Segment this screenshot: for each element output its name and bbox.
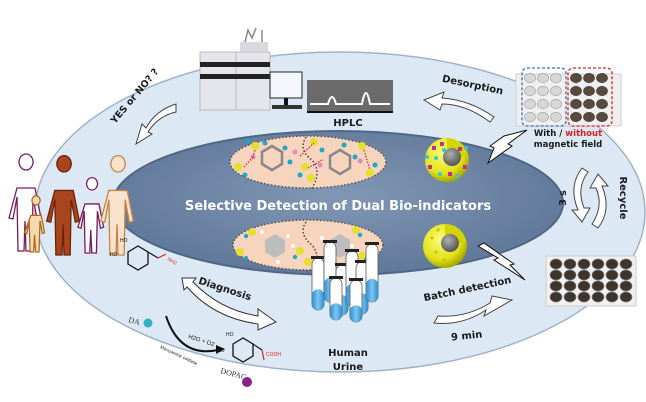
test-tube xyxy=(329,276,343,321)
svg-text:HO: HO xyxy=(110,252,118,258)
recycle-time-label: 3 s xyxy=(558,190,569,206)
well xyxy=(537,99,549,109)
nanosphere-loaded-icon xyxy=(425,138,469,182)
batch-arrow-icon xyxy=(433,295,514,324)
test-tube xyxy=(311,256,325,311)
well xyxy=(577,291,591,303)
well xyxy=(549,291,563,303)
well xyxy=(524,73,536,83)
well xyxy=(596,112,608,122)
magnetic-with-label: With / without xyxy=(534,129,602,139)
svg-text:COOH: COOH xyxy=(266,352,281,358)
well xyxy=(549,269,563,281)
diagnosis-arrow-icon xyxy=(181,277,277,331)
well xyxy=(563,280,577,292)
well xyxy=(570,86,582,96)
well xyxy=(605,269,619,281)
well xyxy=(596,73,608,83)
well xyxy=(524,86,536,96)
human-label: Human xyxy=(328,348,368,359)
well xyxy=(524,112,536,122)
hplc-instrument-icon xyxy=(199,27,303,111)
svg-text:NH2: NH2 xyxy=(166,257,178,267)
chromatogram-icon xyxy=(307,80,393,113)
well xyxy=(537,73,549,83)
svg-text:HO: HO xyxy=(217,348,225,354)
well xyxy=(550,99,562,109)
well xyxy=(563,258,577,270)
human-figures-icon xyxy=(8,153,135,256)
well xyxy=(619,280,633,292)
well xyxy=(577,280,591,292)
svg-text:HO: HO xyxy=(226,332,234,338)
well xyxy=(550,86,562,96)
well xyxy=(549,280,563,292)
dopac-dot xyxy=(242,377,252,387)
well xyxy=(537,86,549,96)
well xyxy=(619,291,633,303)
batch-time-label: 9 min xyxy=(451,329,483,343)
well xyxy=(537,112,549,122)
well xyxy=(570,73,582,83)
magnetic-field-label: magnetic field xyxy=(534,140,603,150)
hplc-label: HPLC xyxy=(333,118,362,129)
human-figure xyxy=(45,154,81,256)
recycle-label: Recycle xyxy=(617,176,628,219)
well xyxy=(577,258,591,270)
lightning-arrow-top-icon xyxy=(486,129,528,165)
well xyxy=(583,99,595,109)
well xyxy=(605,291,619,303)
reaction-arrow-icon xyxy=(165,315,219,353)
well xyxy=(591,291,605,303)
well xyxy=(596,86,608,96)
well xyxy=(583,73,595,83)
well xyxy=(583,86,595,96)
desorption-arrow-icon xyxy=(422,91,495,123)
da-dot xyxy=(143,318,153,328)
human-figure xyxy=(77,177,105,254)
well-plate-magnetic-icon xyxy=(515,67,622,127)
dopac-structure: HO HO COOH xyxy=(217,332,281,363)
well xyxy=(524,99,536,109)
well xyxy=(605,280,619,292)
well xyxy=(596,99,608,109)
test-tubes-icon xyxy=(311,240,379,323)
human-figure xyxy=(23,195,46,253)
recycle-arrows-icon xyxy=(570,167,610,229)
test-tube xyxy=(349,278,363,323)
well xyxy=(591,280,605,292)
well xyxy=(550,73,562,83)
human-figure xyxy=(99,154,135,256)
dopamine-structure: HO HO NH2 xyxy=(110,238,178,271)
well xyxy=(563,291,577,303)
well xyxy=(563,269,577,281)
urine-label: Urine xyxy=(333,362,364,373)
well-plate-batch-icon xyxy=(545,255,637,307)
nanosphere-empty-icon xyxy=(423,224,467,268)
well xyxy=(605,258,619,270)
well xyxy=(549,258,563,270)
well xyxy=(619,258,633,270)
well xyxy=(577,269,591,281)
molecule-pad-top xyxy=(229,135,387,189)
well xyxy=(619,269,633,281)
test-tube xyxy=(365,242,379,303)
well xyxy=(570,112,582,122)
well xyxy=(591,258,605,270)
yes-no-arrow-icon xyxy=(135,103,177,146)
well xyxy=(550,112,562,122)
well xyxy=(570,99,582,109)
well xyxy=(583,112,595,122)
diagram-title: Selective Detection of Dual Bio-indicato… xyxy=(185,199,491,214)
svg-text:HO: HO xyxy=(120,238,128,244)
da-label: DA xyxy=(127,315,141,327)
well xyxy=(591,269,605,281)
lightning-arrow-bottom-icon xyxy=(476,242,526,281)
